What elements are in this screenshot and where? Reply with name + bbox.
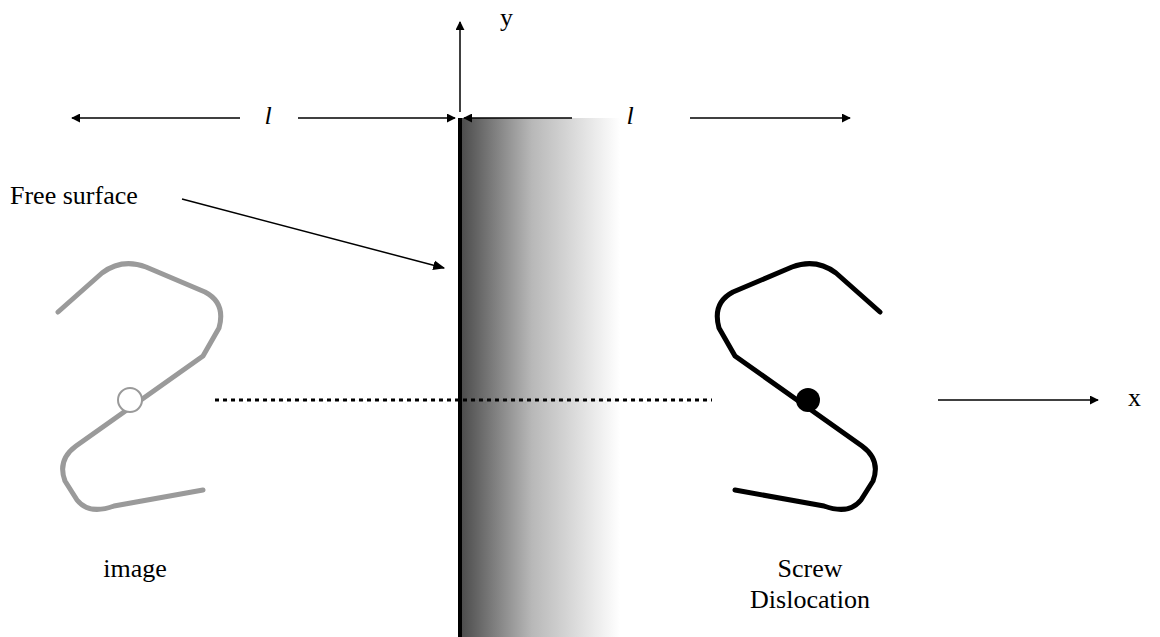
free-surface-line [458,118,462,637]
dimension-arrow [464,117,572,119]
image-dislocation [58,264,221,510]
image-label: image [103,553,167,584]
screw-dislocation [717,264,880,510]
surface-shading [460,118,620,637]
dimension-arrow [72,117,240,119]
dimension-arrow [690,117,850,119]
axis-label: x [1128,382,1141,413]
dislocation-core [796,388,820,412]
dimension-arrow [298,117,455,119]
dislocation-label: Screw Dislocation [740,553,880,615]
surface-label: Free surface [10,180,138,211]
x-axis [938,399,1098,401]
axis-label: y [500,2,513,33]
dimension-label: l [626,100,633,131]
leader-line [182,199,444,268]
dotted-line [215,399,712,402]
y-axis [459,22,461,112]
dimension-label: l [264,100,271,131]
